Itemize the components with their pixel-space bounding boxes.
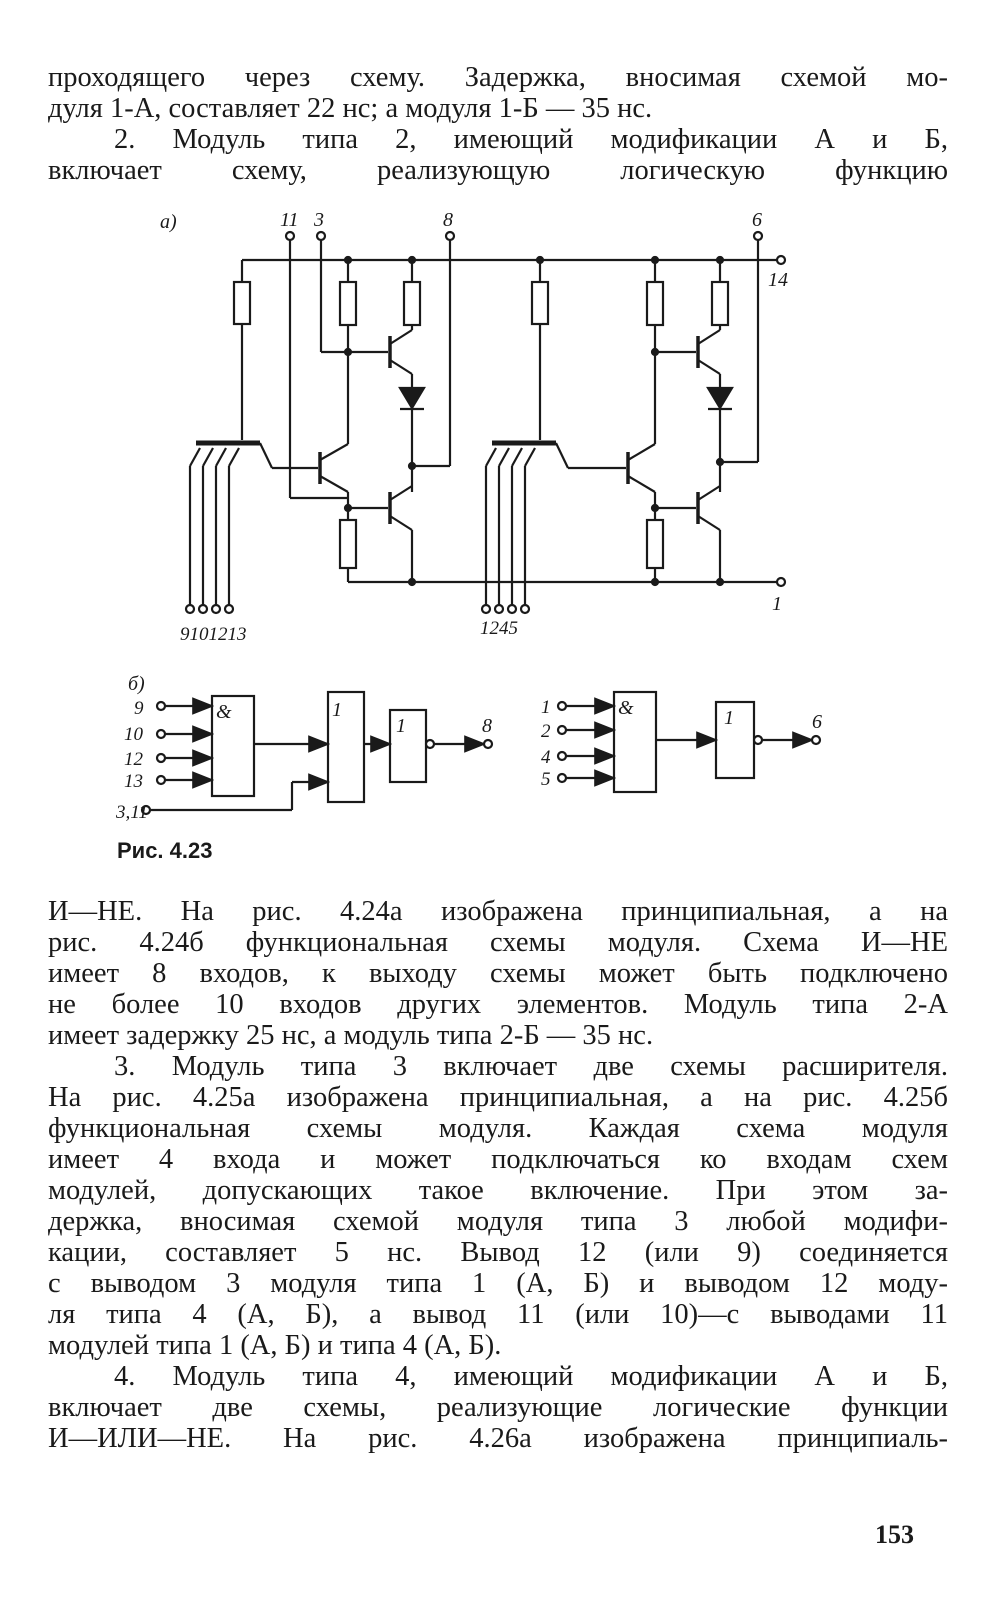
text-line: 4. Модуль типа 4, имеющий модификации А … <box>114 1361 948 1392</box>
pin-label: 6 <box>752 209 762 231</box>
input-label: 5 <box>541 769 551 790</box>
input-label: 10 <box>124 724 144 745</box>
or-gate <box>326 690 366 804</box>
resistor <box>530 280 550 326</box>
text-line: функциональная схемы модуля. Каждая схем… <box>48 1113 948 1144</box>
input-label: 2 <box>541 721 551 742</box>
text-line: имеет 8 входов, к выходу схемы может быт… <box>48 958 948 989</box>
circuit-figure: а) 11 3 8 6 14 1 9101213 1245 б) 9 10 12… <box>115 209 822 823</box>
page-number: 153 <box>875 1520 914 1549</box>
text-line: И—НЕ. На рис. 4.24а изображена принципиа… <box>48 896 948 927</box>
pin-14 <box>775 254 787 266</box>
resistor <box>338 518 358 570</box>
text-line: с выводом 3 модуля типа 1 (А, Б) и вывод… <box>48 1268 948 1299</box>
output-label: 8 <box>482 715 492 737</box>
pin-label: 11 <box>280 209 299 231</box>
resistor <box>232 280 252 326</box>
text-line: включает две схемы, реализующие логическ… <box>48 1392 948 1423</box>
text-line: кации, составляет 5 нс. Вывод 12 (или 9)… <box>48 1237 948 1268</box>
and-gate-right <box>612 690 658 794</box>
pin-label: 3 <box>313 209 324 231</box>
text-line: модулей, допускающих такое включение. Пр… <box>48 1175 948 1206</box>
text-line: включает схему, реализующую логическую ф… <box>48 155 948 186</box>
gate-symbol: 1 <box>332 699 342 721</box>
text-line: рис. 4.24б функциональная схемы модуля. … <box>48 927 948 958</box>
input-label: 4 <box>541 747 551 768</box>
gate-symbol: & <box>618 697 634 719</box>
text-line: 3. Модуль типа 3 включает две схемы расш… <box>114 1051 948 1082</box>
part-b-label: б) <box>128 673 145 695</box>
text-line: модулей типа 1 (А, Б) и типа 4 (А, Б). <box>48 1330 502 1361</box>
resistor <box>645 518 665 570</box>
text-line: имеет задержку 25 нс, а модуль типа 2-Б … <box>48 1020 654 1051</box>
resistor <box>338 280 358 327</box>
diode <box>398 386 426 411</box>
text-line: не более 10 входов других элементов. Мод… <box>48 989 948 1020</box>
inputs-label: 1245 <box>480 618 518 639</box>
diode <box>706 386 734 411</box>
top-paragraph: проходящего через схему. Задержка, вноси… <box>48 62 948 186</box>
text-line: На рис. 4.25а изображена принципиальная,… <box>48 1082 948 1113</box>
part-a-label: а) <box>160 211 177 233</box>
input-label: 9 <box>134 698 144 719</box>
gate-symbol: 1 <box>724 707 734 729</box>
text-line: проходящего через схему. Задержка, вноси… <box>48 62 948 93</box>
text-line: ля типа 4 (А, Б), а вывод 11 (или 10)—с … <box>48 1299 948 1330</box>
text-line: И—ИЛИ—НЕ. На рис. 4.26а изображена принц… <box>48 1423 948 1454</box>
input-label: 13 <box>124 771 143 792</box>
pin-label: 1 <box>772 593 782 615</box>
pin-label: 8 <box>443 209 453 231</box>
text-line: имеет 4 входа и может подключаться ко вх… <box>48 1144 948 1175</box>
body-paragraph: И—НЕ. На рис. 4.24а изображена принципиа… <box>48 896 948 1454</box>
text-line: дуля 1-А, составляет 22 нс; а модуля 1-Б… <box>48 93 653 124</box>
resistor <box>645 280 665 327</box>
and-gate-left <box>210 694 256 798</box>
resistor <box>402 280 422 327</box>
pin-label: 14 <box>768 269 788 291</box>
input-label: 3,11 <box>115 802 148 823</box>
pin-1 <box>775 576 787 588</box>
text-line: 2. Модуль типа 2, имеющий модификации А … <box>114 124 948 155</box>
text-line: держка, вносимая схемой модуля типа 3 лю… <box>48 1206 948 1237</box>
gate-symbol: & <box>216 701 232 723</box>
input-label: 12 <box>124 749 144 770</box>
inputs-label: 9101213 <box>180 624 247 645</box>
gate-symbol: 1 <box>396 715 406 737</box>
not-gate-right <box>714 700 756 780</box>
figure-caption: Рис. 4.23 <box>117 838 213 863</box>
resistor <box>710 280 730 327</box>
input-label: 1 <box>541 697 551 718</box>
output-label: 6 <box>812 711 822 733</box>
